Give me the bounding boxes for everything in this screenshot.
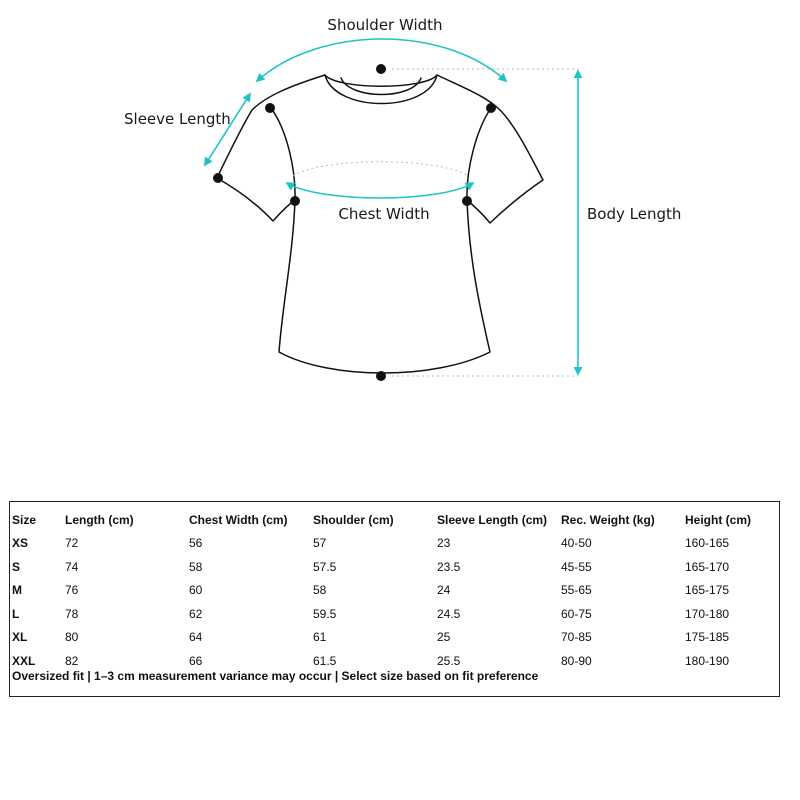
shoulder-cell: 61: [313, 630, 327, 645]
header-rec-weight: Rec. Weight (kg): [561, 512, 655, 527]
size-cell: XL: [12, 630, 28, 645]
tshirt-measurement-diagram: Shoulder Width Sleeve Length Chest Width…: [124, 16, 681, 381]
shoulder-cell: 57.5: [313, 559, 337, 574]
shoulder-width-label: Shoulder Width: [327, 16, 442, 34]
table-row: XXL 82 66 61.5 25.5 80-90 180-190: [12, 649, 775, 673]
height-cell: 165-170: [685, 559, 730, 574]
chest-width-cell: 64: [189, 630, 203, 645]
rec-weight-cell: 60-75: [561, 606, 592, 621]
size-cell: XXL: [12, 653, 36, 668]
shoulder-cell: 57: [313, 536, 327, 551]
shoulder-cell: 58: [313, 583, 327, 598]
sleeve-length-cell: 25.5: [437, 653, 461, 668]
height-cell: 175-185: [685, 630, 730, 645]
tshirt-outline: [216, 74, 544, 374]
height-cell: 180-190: [685, 653, 730, 668]
header-shoulder: Shoulder (cm): [313, 512, 394, 527]
table-row: XS 72 56 57 23 40-50 160-165: [12, 532, 775, 556]
length-cell: 80: [65, 630, 79, 645]
chest-width-cell: 58: [189, 559, 203, 574]
collar-outer: [324, 74, 438, 105]
body-length-label: Body Length: [587, 205, 681, 223]
measurement-arrows: [204, 38, 583, 376]
chest-back-guide: [292, 161, 469, 177]
chest-width-cell: 56: [189, 536, 203, 551]
table-row: S 74 58 57.5 23.5 45-55 165-170: [12, 555, 775, 579]
shoulder-cell: 61.5: [313, 653, 337, 668]
size-chart-note: Oversized fit | 1–3 cm measurement varia…: [12, 669, 539, 683]
length-cell: 74: [65, 559, 79, 574]
right-shoulder-point: [486, 103, 496, 113]
neck-point: [376, 64, 386, 74]
table-header-row: Size Length (cm) Chest Width (cm) Should…: [12, 508, 775, 532]
sleeve-length-arrow: [204, 92, 251, 167]
table-row: L 78 62 59.5 24.5 60-75 170-180: [12, 602, 775, 626]
header-height: Height (cm): [685, 512, 751, 527]
length-cell: 72: [65, 536, 79, 551]
shoulder-width-arrow: [255, 38, 508, 83]
rec-weight-cell: 55-65: [561, 583, 592, 598]
sleeve-length-cell: 24: [437, 583, 451, 598]
length-cell: 76: [65, 583, 79, 598]
hem-point: [376, 371, 386, 381]
left-shoulder-point: [265, 103, 275, 113]
guide-lines: [292, 68, 578, 377]
right-armhole: [466, 107, 492, 201]
sleeve-length-cell: 25: [437, 630, 451, 645]
sleeve-length-cell: 23: [437, 536, 451, 551]
shoulder-cell: 59.5: [313, 606, 337, 621]
rec-weight-cell: 70-85: [561, 630, 592, 645]
header-size: Size: [12, 512, 37, 527]
size-chart-table: Size Length (cm) Chest Width (cm) Should…: [12, 508, 775, 673]
header-chest-width: Chest Width (cm): [189, 512, 288, 527]
left-chest-point: [290, 196, 300, 206]
header-length: Length (cm): [65, 512, 134, 527]
height-cell: 160-165: [685, 536, 730, 551]
right-chest-point: [462, 196, 472, 206]
measurement-points: [213, 64, 496, 381]
size-cell: XS: [12, 536, 29, 551]
size-chart-box: Size Length (cm) Chest Width (cm) Should…: [9, 501, 780, 697]
left-armhole: [270, 107, 296, 201]
rec-weight-cell: 80-90: [561, 653, 592, 668]
sleeve-length-cell: 23.5: [437, 559, 461, 574]
length-cell: 78: [65, 606, 79, 621]
size-cell: L: [12, 606, 20, 621]
height-cell: 165-175: [685, 583, 730, 598]
height-cell: 170-180: [685, 606, 730, 621]
chest-width-arrow: [285, 182, 475, 199]
size-cell: M: [12, 583, 22, 598]
header-sleeve-length: Sleeve Length (cm): [437, 512, 548, 527]
rec-weight-cell: 40-50: [561, 536, 592, 551]
sleeve-length-label: Sleeve Length: [124, 110, 231, 128]
length-cell: 82: [65, 653, 79, 668]
table-row: XL 80 64 61 25 70-85 175-185: [12, 626, 775, 650]
chest-width-cell: 62: [189, 606, 203, 621]
chest-width-label: Chest Width: [338, 205, 429, 223]
table-row: M 76 60 58 24 55-65 165-175: [12, 579, 775, 603]
chest-width-cell: 66: [189, 653, 203, 668]
size-cell: S: [12, 559, 21, 574]
chest-width-cell: 60: [189, 583, 203, 598]
sleeve-end-point: [213, 173, 223, 183]
rec-weight-cell: 45-55: [561, 559, 592, 574]
collar-inner: [340, 77, 422, 96]
sleeve-length-cell: 24.5: [437, 606, 461, 621]
